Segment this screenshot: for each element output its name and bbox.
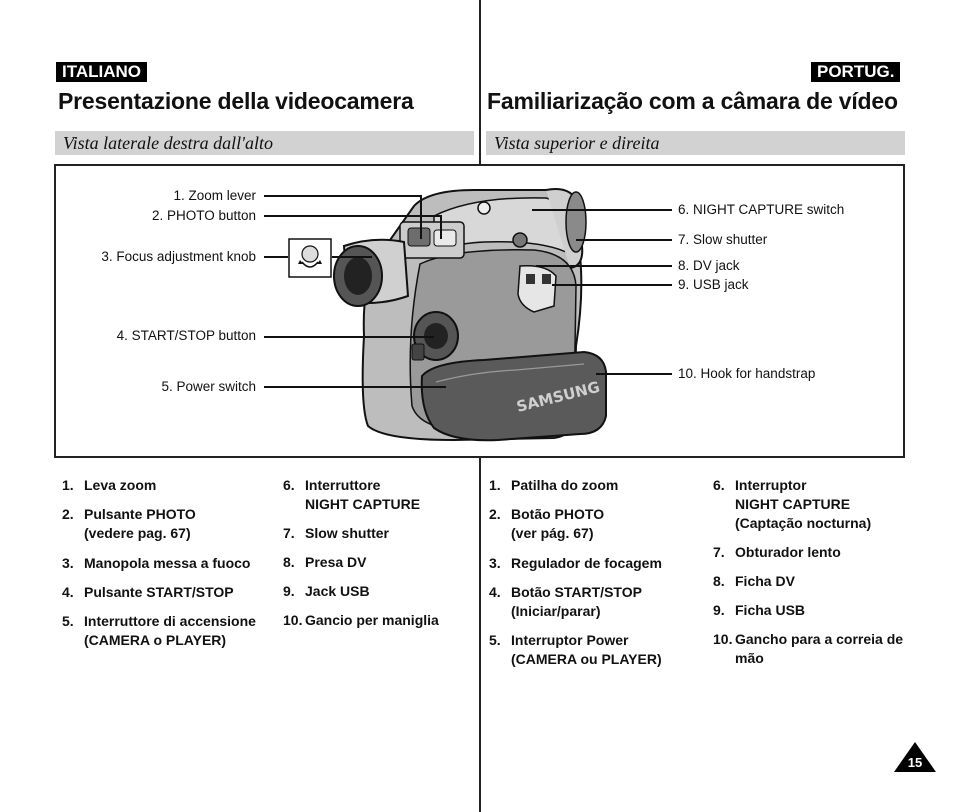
leader-line [264,336,434,338]
list-item: 3.Regulador de focagem [489,555,662,571]
leader-line [576,239,672,241]
leader-line [264,256,288,258]
page-title-portuguese: Familiarização com a câmara de vídeo [487,88,898,114]
list-item: 2.Botão PHOTO(ver pág. 67) [489,506,605,541]
focus-knob-icon [288,238,332,278]
language-tag-italian: ITALIANO [56,62,148,82]
camcorder-figure: SAMSUNG 1. Zoom lever 2. PHOTO button 3.… [54,164,905,458]
list-item: 7.Obturador lento [713,544,841,560]
list-item: 2.Pulsante PHOTO(vedere pag. 67) [62,506,196,541]
list-item: 1.Leva zoom [62,477,157,493]
language-tag-portuguese: PORTUG. [811,62,901,82]
leader-line [536,265,672,267]
list-item: 4.Botão START/STOP(Iniciar/parar) [489,584,642,619]
callout-photo-button: 2. PHOTO button [151,208,256,223]
callout-slow-shutter: 7. Slow shutter [678,232,768,247]
leader-line [264,215,442,217]
list-item: 7.Slow shutter [283,525,390,541]
callout-usb-jack: 9. USB jack [678,277,749,292]
leader-line [532,209,672,211]
callout-night-capture: 6. NIGHT CAPTURE switch [678,202,845,217]
list-item: 1.Patilha do zoom [489,477,619,493]
page-number: 15 [908,755,922,770]
list-item: 10.Gancio per maniglia [283,612,439,628]
camcorder-illustration: SAMSUNG [333,188,607,442]
list-item: 9.Jack USB [283,583,370,599]
list-item: 8.Ficha DV [713,573,795,589]
callout-power-switch: 5. Power switch [161,379,256,394]
callout-dv-jack: 8. DV jack [678,258,740,273]
leader-line [596,373,672,375]
list-item: 5.Interruttore di accensione(CAMERA o PL… [62,613,256,648]
page-number-badge: 15 [894,742,936,772]
list-item: 4.Pulsante START/STOP [62,584,234,600]
leader-line [264,195,422,197]
leader-line [552,284,672,286]
list-item: 9.Ficha USB [713,602,806,618]
list-item: 8.Presa DV [283,554,367,570]
leader-line [332,256,372,258]
list-item: 3.Manopola messa a fuoco [62,555,251,571]
leader-line [440,215,442,239]
section-subtitle-portuguese: Vista superior e direita [486,131,905,155]
leader-line [264,386,446,388]
callout-zoom-lever: 1. Zoom lever [173,188,256,203]
parts-list-portuguese-col1: 1.Patilha do zoom 2.Botão PHOTO(ver pág.… [489,476,703,676]
leader-line [420,195,422,239]
page-title-italian: Presentazione della videocamera [58,88,414,114]
callout-focus-knob: 3. Focus adjustment knob [101,249,256,264]
parts-list-italian-col1: 1.Leva zoom 2.Pulsante PHOTO(vedere pag.… [62,476,282,676]
section-subtitle-italian: Vista laterale destra dall'alto [55,131,474,155]
callout-start-stop: 4. START/STOP button [116,328,256,343]
list-item: 5.Interruptor Power(CAMERA ou PLAYER) [489,632,662,667]
callout-handstrap-hook: 10. Hook for handstrap [678,366,816,381]
